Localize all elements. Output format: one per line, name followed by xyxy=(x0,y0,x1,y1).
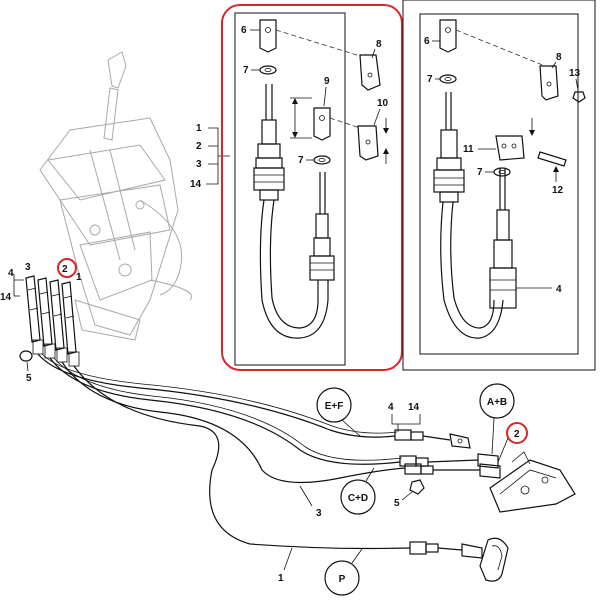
inset-right-label-6: 6 xyxy=(424,36,430,47)
callout-p: P xyxy=(339,574,346,585)
bottom-highlight-circle xyxy=(506,422,528,444)
callout-p-circle xyxy=(324,560,360,596)
bottom-label-3: 3 xyxy=(316,508,322,519)
inset-right-label-11: 11 xyxy=(463,144,474,155)
inset-right-label-13: 13 xyxy=(569,68,581,79)
cable-end-fittings: 5 xyxy=(394,429,576,582)
bottom-label-4: 4 xyxy=(388,402,394,413)
bundle-label-14: 14 xyxy=(0,292,12,303)
inset-left-frame xyxy=(234,12,346,366)
label-1: 1 xyxy=(196,123,202,134)
label-3: 3 xyxy=(196,159,202,170)
inset-left-highlight xyxy=(221,4,403,371)
inset-left: 6 8 7 9 xyxy=(221,4,403,371)
bundle-label-4: 4 xyxy=(8,268,14,279)
bundle-label-3: 3 xyxy=(25,262,31,273)
bottom-label-2: 2 xyxy=(514,429,520,440)
inset-left-label-7: 7 xyxy=(243,65,249,76)
inset-right-outer-frame xyxy=(402,0,596,371)
label-14: 14 xyxy=(190,179,202,190)
label-2: 2 xyxy=(196,141,202,152)
bundle-label-2: 2 xyxy=(62,264,68,275)
inset-left-label-10: 10 xyxy=(377,98,389,109)
callout-circles: E+F A+B C+D P xyxy=(316,383,515,596)
callout-e-f-circle xyxy=(316,387,352,423)
bottom-label-14: 14 xyxy=(408,402,420,413)
bundle-label-5: 5 xyxy=(26,373,32,384)
inset-left-label-7b: 7 xyxy=(298,155,304,166)
inset-right-label-7: 7 xyxy=(427,74,433,85)
inset-right-label-4: 4 xyxy=(556,284,562,295)
callout-c-d-circle xyxy=(340,479,376,515)
inset-left-label-9: 9 xyxy=(324,76,330,87)
bundle-highlight-circle xyxy=(57,258,77,278)
bottom-label-5: 5 xyxy=(394,498,400,509)
inset-right: 6 8 13 7 4 xyxy=(402,0,596,371)
callout-a-b-circle xyxy=(479,383,515,419)
bottom-label-1: 1 xyxy=(278,573,284,584)
cable-runs xyxy=(37,353,411,550)
inset-right-label-7b: 7 xyxy=(477,167,483,178)
shifter-housing-drawing xyxy=(39,51,193,341)
callout-a-b: A+B xyxy=(487,397,507,408)
callout-e-f: E+F xyxy=(325,401,344,412)
left-label-group: 1 2 3 14 xyxy=(190,123,230,190)
connector-bundle: 4 3 2 1 14 5 xyxy=(0,258,82,384)
inset-right-label-12: 12 xyxy=(552,185,564,196)
bundle-label-1: 1 xyxy=(76,272,82,283)
callout-c-d: C+D xyxy=(348,493,368,504)
inset-left-label-8: 8 xyxy=(376,39,382,50)
inset-left-label-6: 6 xyxy=(241,25,247,36)
bottom-label-group: 4 14 3 1 2 xyxy=(278,402,528,584)
inset-right-label-8: 8 xyxy=(556,52,562,63)
inset-right-inner-frame xyxy=(419,13,579,355)
